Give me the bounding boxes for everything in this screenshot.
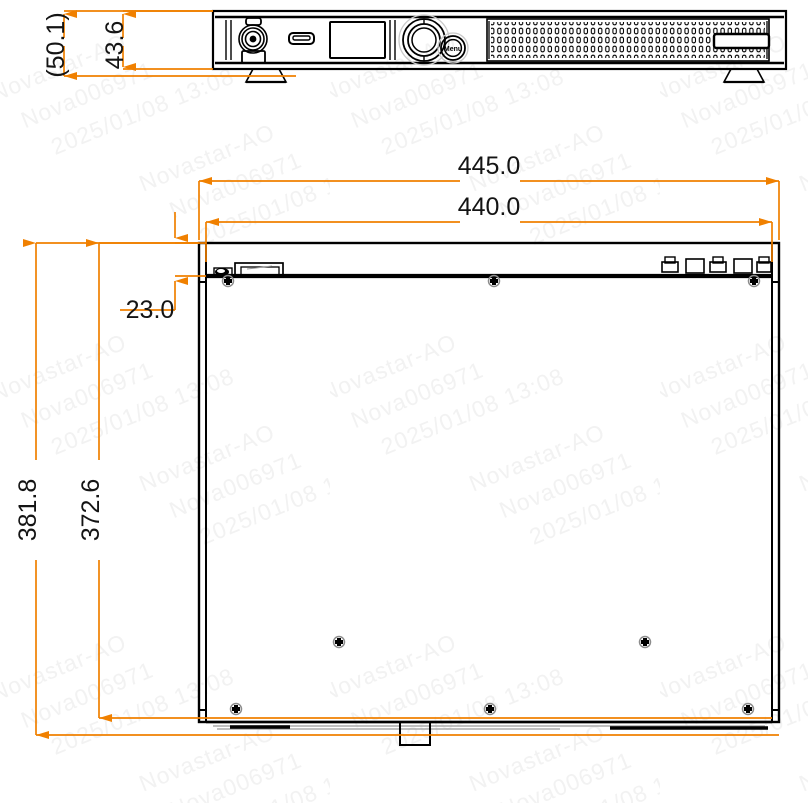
usb-port <box>288 32 315 45</box>
dim-label-width-chassis: 440.0 <box>458 193 521 221</box>
dimension-layer <box>23 10 780 739</box>
dim-height-body <box>122 10 213 71</box>
dimension-text-layer: (50.1) 43.6 445.0 440.0 23.0 381.8 372.6 <box>14 12 520 541</box>
dim-label-depth-body: 372.6 <box>77 479 105 542</box>
brand-badge <box>712 32 771 50</box>
mounting-ear-right <box>771 243 779 723</box>
rear-connector-2 <box>685 258 705 274</box>
dim-label-height-overall: (50.1) <box>42 12 70 77</box>
dim-width-chassis <box>205 218 773 262</box>
front-elevation-view: Menu <box>211 9 788 84</box>
menu-button <box>437 32 469 64</box>
menu-button-label: Menu <box>444 46 462 53</box>
rear-port-housing-left <box>213 262 284 277</box>
lcd-display <box>329 21 386 59</box>
screw <box>332 635 346 649</box>
rear-connector-4 <box>733 258 753 274</box>
dim-label-depth-overall: 381.8 <box>14 479 42 542</box>
dim-width-with-ears <box>198 177 780 240</box>
dim-label-height-body: 43.6 <box>101 21 129 70</box>
rear-connectors <box>661 256 772 274</box>
top-plan-view <box>197 241 781 746</box>
mounting-ear-left <box>199 243 207 723</box>
rear-connector-5 <box>756 256 772 273</box>
dim-label-width-with-ears: 445.0 <box>458 152 521 180</box>
chassis-screws <box>221 274 761 716</box>
rear-connector-1 <box>661 256 679 273</box>
dim-depth-body <box>86 239 772 722</box>
screw <box>741 702 755 716</box>
front-chassis-outline <box>211 9 788 71</box>
rear-connector-3 <box>709 256 727 273</box>
power-connector <box>238 17 268 64</box>
screw <box>483 702 497 716</box>
bottom-foot-tab <box>399 721 431 746</box>
dim-label-ear-offset: 23.0 <box>126 296 175 324</box>
screw <box>487 274 501 288</box>
screw <box>229 702 243 716</box>
front-edge-band <box>206 720 772 730</box>
screw <box>747 274 761 288</box>
screw <box>221 274 235 288</box>
screw <box>638 635 652 649</box>
